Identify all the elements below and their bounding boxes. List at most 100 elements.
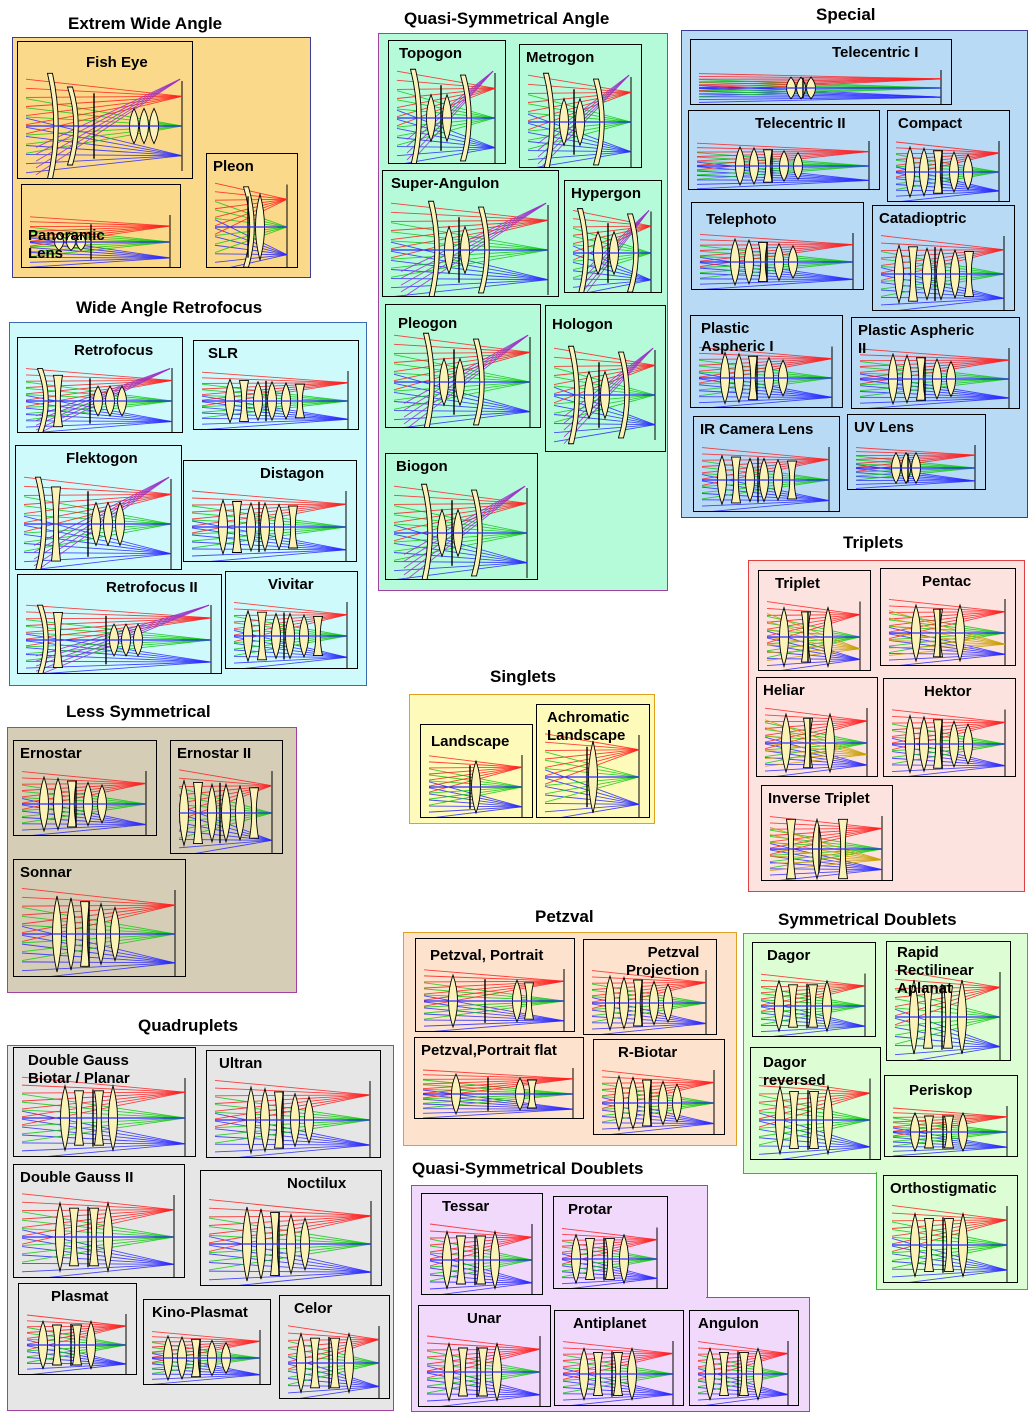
lens-element-icon (409, 68, 422, 163)
lens-label: Compact (898, 115, 963, 132)
ray-line-icon (698, 87, 942, 95)
ray-line-icon (25, 660, 212, 663)
ray-line-icon (907, 765, 1006, 776)
lens-element-icon (34, 476, 47, 569)
ray-line-icon (403, 334, 529, 418)
ray-line-icon (698, 78, 942, 83)
ray-line-icon (423, 982, 565, 1002)
ray-line-icon (423, 1013, 565, 1022)
ray-line-icon (400, 202, 547, 272)
ray-line-icon (571, 1394, 674, 1405)
ray-line-icon (238, 1271, 372, 1285)
group-title-triplets: Triplets (843, 533, 904, 552)
lens-label: Telephoto (706, 211, 777, 228)
lens-card-inverse-triplet: Inverse Triplet (761, 785, 893, 881)
ray-line-icon (393, 411, 531, 421)
lens-schematic-icon (423, 969, 565, 1031)
ray-line-icon (888, 633, 1006, 655)
ray-line-icon (47, 1143, 186, 1156)
ray-line-icon (396, 137, 496, 149)
ray-line-icon (697, 1347, 789, 1354)
ray-line-icon (21, 1201, 175, 1211)
lens-label: Ernostar II (177, 745, 252, 762)
lens-card-flektogon: Flektogon (15, 445, 182, 570)
ray-line-icon (21, 904, 176, 916)
ray-line-icon (390, 250, 549, 281)
ray-line-icon (390, 241, 549, 281)
group-title-petzval: Petzval (535, 907, 594, 926)
ray-line-icon (422, 1084, 574, 1095)
ray-line-icon (880, 297, 1005, 306)
ray-line-icon (21, 1246, 175, 1265)
lens-schematic-icon (527, 72, 632, 167)
ray-line-icon (21, 1110, 186, 1145)
ray-line-icon (769, 816, 883, 829)
ray-line-icon (23, 553, 172, 563)
ray-line-icon (764, 742, 868, 764)
ray-line-icon (888, 598, 1006, 613)
ray-line-icon (697, 1394, 789, 1401)
ray-line-icon (403, 485, 526, 576)
ray-line-icon (553, 364, 656, 376)
lens-card-rapid-rectilinear-aplanat: Rapid Rectilinear Aplanat (886, 941, 1011, 1061)
ray-line-icon (21, 1209, 175, 1228)
lens-schematic-icon (764, 707, 868, 776)
lens-label: UV Lens (854, 419, 915, 436)
lens-label: Hypergon (571, 185, 642, 202)
ray-line-icon (705, 1394, 789, 1405)
ray-line-icon (898, 297, 1005, 310)
lens-label: Sonnar (20, 864, 72, 881)
lens-schematic-icon (428, 755, 523, 817)
ray-line-icon (151, 1374, 261, 1380)
ray-line-icon (29, 231, 171, 243)
ray-line-icon (764, 757, 868, 766)
ray-line-icon (25, 421, 173, 428)
lens-label: Angulon (698, 1315, 759, 1332)
ray-line-icon (393, 351, 531, 354)
ray-line-icon (859, 348, 1010, 361)
lens-schematic-icon (426, 1335, 541, 1406)
lens-schematic-icon (208, 1199, 372, 1285)
ray-line-icon (760, 1025, 866, 1033)
ray-line-icon (423, 1001, 565, 1022)
ray-line-icon (393, 502, 528, 505)
lens-label: Double Gauss Biotar / Planar (28, 1052, 130, 1087)
ray-line-icon (191, 503, 347, 520)
ray-line-icon (698, 352, 833, 360)
ray-line-icon (423, 969, 565, 982)
lens-schematic-icon (561, 1227, 658, 1288)
ray-line-icon (21, 1076, 186, 1093)
lens-schematic-icon (233, 601, 348, 668)
lens-card-r-biotar: R-Biotar (593, 1039, 725, 1135)
ray-line-icon (429, 1223, 533, 1238)
ray-line-icon (191, 497, 347, 505)
ray-line-icon (895, 147, 1000, 154)
ray-line-icon (422, 1078, 574, 1099)
ray-line-icon (561, 803, 640, 817)
lens-element-icon (472, 338, 485, 426)
ray-line-icon (396, 562, 528, 579)
ray-line-icon (888, 653, 1006, 661)
lens-element-icon (36, 604, 49, 673)
ray-line-icon (422, 1078, 574, 1085)
lens-card-celor: Celor (279, 1295, 390, 1399)
ray-line-icon (423, 1000, 565, 1008)
ray-line-icon (888, 625, 1006, 645)
lens-label: Dagor (767, 947, 811, 964)
lens-label: Dagor reversed (763, 1054, 826, 1089)
ray-line-icon (423, 975, 565, 982)
lens-label: Flektogon (66, 450, 138, 467)
ray-line-icon (698, 81, 942, 89)
ray-line-icon (880, 297, 1005, 299)
ray-line-icon (21, 1193, 175, 1211)
ray-line-icon (527, 151, 632, 161)
ray-line-icon (888, 640, 1006, 645)
ray-line-icon (561, 1233, 658, 1241)
ray-line-icon (23, 493, 172, 515)
ray-line-icon (562, 1347, 674, 1354)
ray-line-icon (214, 1143, 371, 1146)
ray-line-icon (390, 279, 549, 289)
ray-line-icon (422, 1069, 574, 1080)
ray-line-icon (895, 141, 1000, 154)
ray-line-icon (25, 126, 183, 157)
